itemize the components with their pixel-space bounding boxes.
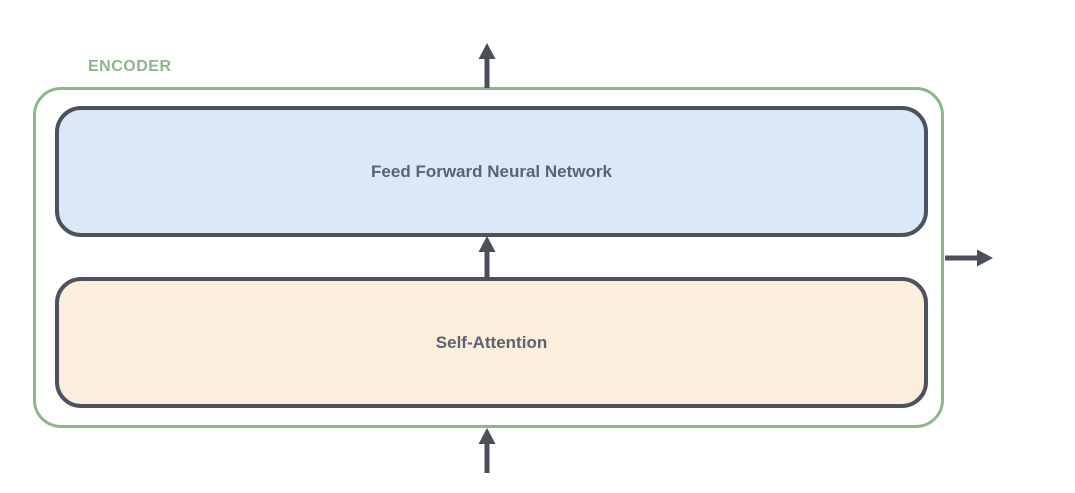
self-attention-label: Self-Attention bbox=[435, 332, 548, 352]
feed-forward-label: Feed Forward Neural Network bbox=[371, 161, 612, 181]
encoder-label: ENCODER bbox=[88, 58, 172, 75]
input-arrow-up-icon bbox=[478, 428, 496, 473]
encoder-box: Feed Forward Neural Network Self-Attenti… bbox=[33, 87, 944, 428]
attention-to-ffn-arrow-icon bbox=[478, 236, 496, 281]
feed-forward-block: Feed Forward Neural Network bbox=[55, 106, 928, 237]
output-arrow-right-icon bbox=[945, 249, 993, 267]
output-arrow-up-icon bbox=[478, 43, 496, 88]
self-attention-block: Self-Attention bbox=[55, 277, 928, 408]
